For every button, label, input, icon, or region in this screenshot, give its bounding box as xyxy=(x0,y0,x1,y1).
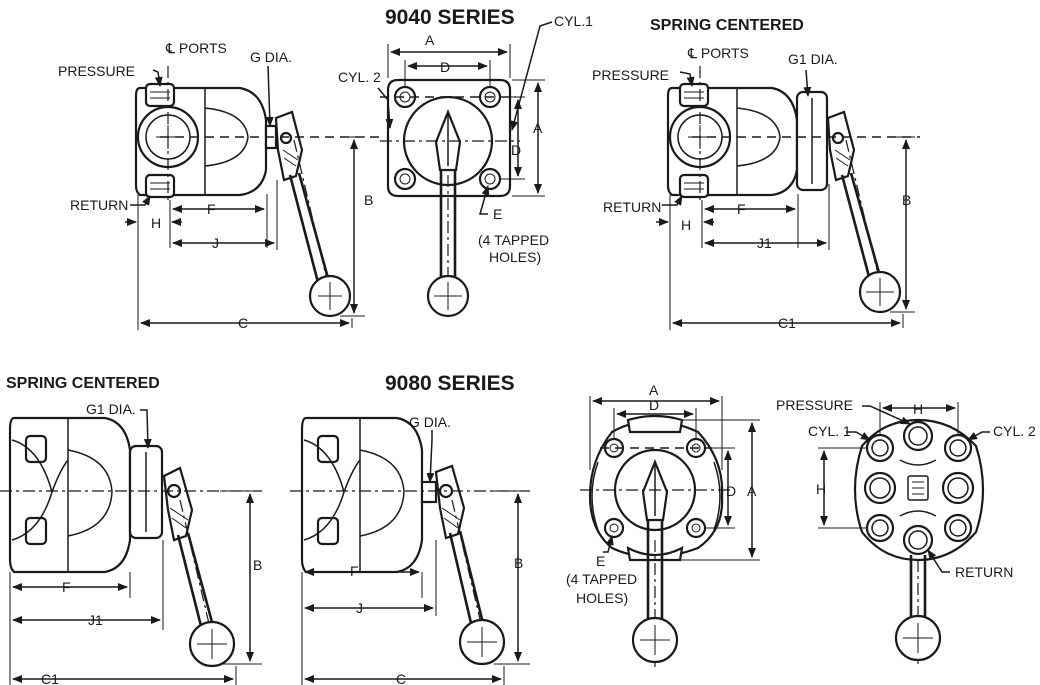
label-cl-ports-left: ℄ PORTS xyxy=(165,40,227,56)
label-c1-right: C1 xyxy=(778,315,796,331)
label-f-right: F xyxy=(737,201,746,217)
label-return-right: RETURN xyxy=(603,199,661,215)
label-g1-dia-top: G1 DIA. xyxy=(788,51,838,67)
label-g-dia-top: G DIA. xyxy=(250,49,292,65)
label-b-bottom-left: B xyxy=(253,557,262,573)
label-cyl1-top: CYL.1 xyxy=(554,13,593,29)
label-d-right-front: D xyxy=(511,142,521,158)
label-f-bottom-mid: F xyxy=(350,563,359,579)
label-c-left: C xyxy=(238,315,248,331)
label-j-left: J xyxy=(212,235,219,251)
view-9080-front xyxy=(580,396,760,668)
view-9040-front xyxy=(377,21,553,318)
label-j1-right: J1 xyxy=(757,235,772,251)
label-e-bottom: E xyxy=(596,553,605,569)
label-return-left: RETURN xyxy=(70,197,128,213)
label-pressure-right: PRESSURE xyxy=(592,67,669,83)
label-tapped-line1-top: (4 TAPPED xyxy=(478,232,549,248)
label-h-right: H xyxy=(681,217,691,233)
label-d-bottom-front: D xyxy=(649,397,659,413)
label-d-top-front: D xyxy=(440,59,450,75)
label-h-face-top: H xyxy=(913,401,923,417)
view-9080-port-face xyxy=(818,402,990,668)
label-a-right-bottom: A xyxy=(747,483,757,499)
label-b-bottom-mid: B xyxy=(514,555,523,571)
label-return-face: RETURN xyxy=(955,564,1013,580)
label-j1-bottom-left: J1 xyxy=(88,612,103,628)
label-a-top-front: A xyxy=(425,32,435,48)
label-tapped-line1-bottom: (4 TAPPED xyxy=(566,571,637,587)
label-cyl2-face: CYL. 2 xyxy=(993,423,1036,439)
title-9080-series: 9080 SERIES xyxy=(385,372,515,395)
title-spring-centered-bottom: SPRING CENTERED xyxy=(6,375,160,392)
label-c-bottom-mid: C xyxy=(396,671,406,685)
label-pressure-face: PRESSURE xyxy=(776,397,853,413)
label-f-bottom-left: F xyxy=(62,579,71,595)
label-g1-dia-bottom: G1 DIA. xyxy=(86,401,136,417)
label-cyl1-face: CYL. 1 xyxy=(808,423,851,439)
label-f-left: F xyxy=(207,201,216,217)
label-d-right-bottom: D xyxy=(726,483,736,499)
label-cl-ports-right: ℄ PORTS xyxy=(687,45,749,61)
view-9080-side xyxy=(290,416,530,685)
view-9040-side xyxy=(125,65,380,330)
label-g-dia-bottom: G DIA. xyxy=(409,414,451,430)
label-j-bottom-mid: J xyxy=(356,600,363,616)
view-spring-centered-bottom xyxy=(0,409,262,685)
label-h-face-left: H xyxy=(816,481,826,497)
label-pressure-left: PRESSURE xyxy=(58,63,135,79)
label-a-bottom-front: A xyxy=(649,382,659,398)
view-spring-centered-top xyxy=(656,66,920,330)
label-b-right: B xyxy=(902,192,911,208)
title-9040-series: 9040 SERIES xyxy=(385,6,515,29)
label-tapped-line2-top: HOLES) xyxy=(489,249,541,265)
label-a-right-front: A xyxy=(533,120,543,136)
label-c1-bottom-left: C1 xyxy=(41,671,59,685)
label-h-left: H xyxy=(151,215,161,231)
label-e-top: E xyxy=(493,206,502,222)
label-cyl2-top: CYL. 2 xyxy=(338,69,381,85)
label-tapped-line2-bottom: HOLES) xyxy=(576,590,628,606)
label-b-left: B xyxy=(364,192,373,208)
title-spring-centered-top: SPRING CENTERED xyxy=(650,17,804,34)
